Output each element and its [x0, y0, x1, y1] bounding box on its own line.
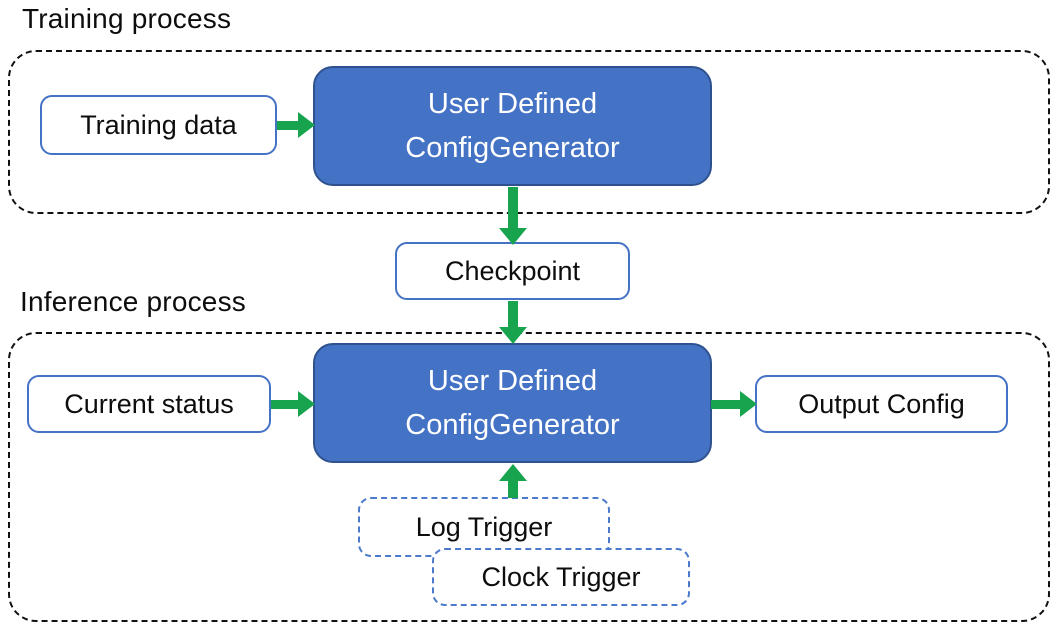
arrow-head: [298, 112, 315, 138]
arrow-head: [499, 327, 527, 344]
inference-config-generator-box: User Defined ConfigGenerator: [313, 343, 712, 463]
clock-trigger-box: Clock Trigger: [432, 548, 690, 606]
inference-process-region: [8, 332, 1050, 622]
log-trigger-box: Log Trigger: [358, 497, 610, 557]
training-process-title: Training process: [22, 3, 232, 34]
checkpoint-box: Checkpoint: [395, 242, 630, 300]
training-config-generator-box: User Defined ConfigGenerator: [313, 66, 712, 186]
arrow-head: [740, 391, 757, 417]
arrow-checkpoint-to-inference-generator-icon: [499, 301, 527, 344]
inference-generator-line1: User Defined: [427, 365, 598, 397]
arrow-generator-to-checkpoint-icon: [499, 187, 527, 245]
clock-trigger-label: Clock Trigger: [481, 561, 641, 592]
arrow-shaft: [508, 187, 518, 228]
arrow-shaft: [271, 399, 298, 409]
training-generator-line1: User Defined: [427, 88, 598, 120]
training-process-region: [8, 50, 1050, 214]
output-config-box: Output Config: [755, 375, 1008, 433]
arrow-training-data-to-generator-icon: [277, 112, 315, 138]
current-status-box: Current status: [27, 375, 271, 433]
output-config-label: Output Config: [798, 388, 965, 419]
training-generator-line2: ConfigGenerator: [405, 132, 620, 164]
arrow-shaft: [711, 399, 740, 409]
arrow-shaft: [277, 120, 298, 130]
arrow-generator-to-output-config-icon: [711, 391, 757, 417]
training-data-box: Training data: [40, 95, 277, 155]
arrow-shaft: [508, 301, 518, 327]
log-trigger-label: Log Trigger: [415, 511, 553, 542]
arrow-shaft: [508, 481, 518, 498]
checkpoint-label: Checkpoint: [444, 255, 581, 286]
arrow-triggers-to-generator-icon: [499, 464, 527, 498]
arrow-head: [298, 391, 315, 417]
training-data-label: Training data: [80, 109, 237, 140]
inference-generator-line2: ConfigGenerator: [405, 409, 620, 441]
inference-process-title: Inference process: [20, 286, 246, 317]
current-status-label: Current status: [64, 388, 234, 419]
arrow-current-status-to-generator-icon: [271, 391, 315, 417]
arrow-head: [499, 464, 527, 481]
arrow-head: [499, 228, 527, 245]
